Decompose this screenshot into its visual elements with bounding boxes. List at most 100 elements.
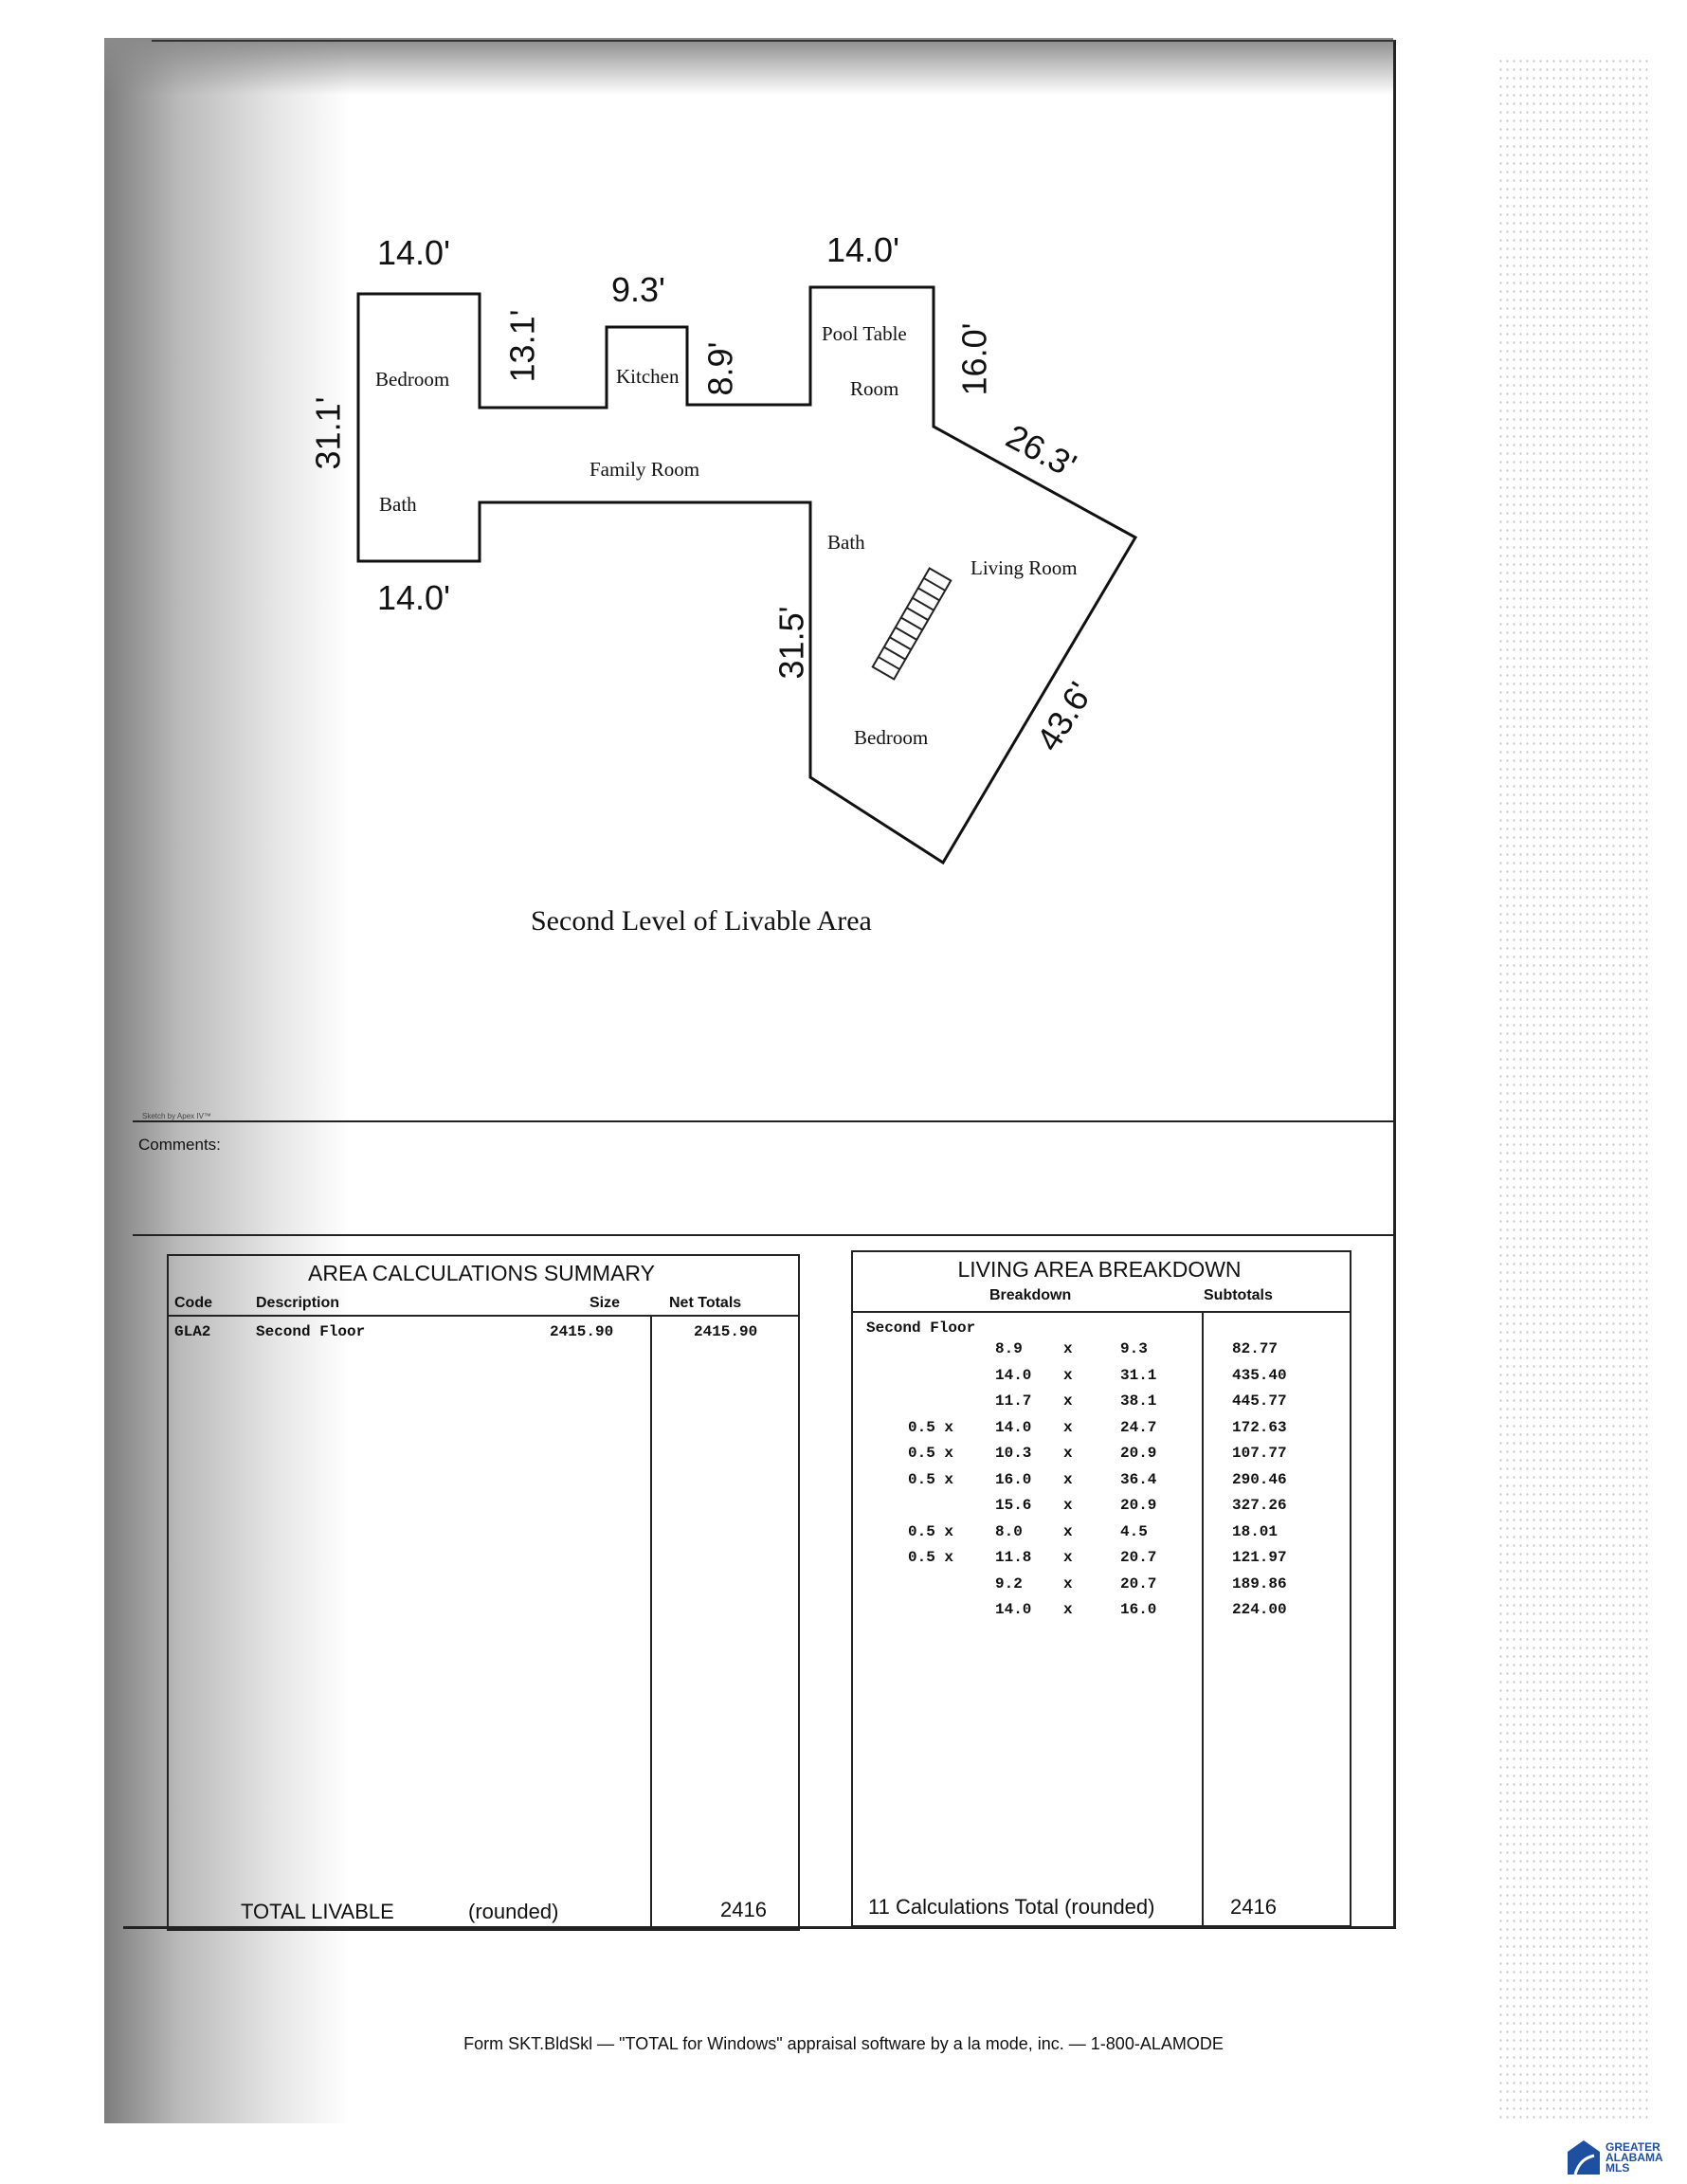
area-row-description: Second Floor (256, 1323, 366, 1340)
breakdown-subtotal: 327.26 (1232, 1497, 1287, 1514)
room-kitchen: Kitchen (616, 365, 680, 388)
breakdown-times: x (1063, 1366, 1073, 1384)
breakdown-dim-b: 36.4 (1120, 1470, 1157, 1488)
room-family-room: Family Room (590, 458, 700, 481)
stair-icon (871, 567, 952, 681)
breakdown-dim-a: 9.2 (995, 1574, 1023, 1592)
dim-kitchen-width: 9.3' (611, 270, 665, 309)
breakdown-dim-b: 20.9 (1120, 1445, 1157, 1462)
breakdown-dim-a: 14.0 (995, 1366, 1032, 1384)
breakdown-times: x (1063, 1392, 1073, 1410)
area-header-net-totals: Net Totals (669, 1295, 742, 1311)
room-bedroom-top: Bedroom (375, 368, 450, 391)
living-header-rule (851, 1311, 1350, 1313)
logo-line2: ALABAMA (1605, 2150, 1663, 2164)
logo-text: GREATER ALABAMA MLS (1605, 2139, 1663, 2175)
area-header-description: Description (256, 1295, 340, 1311)
dim-left-height: 31.1' (308, 396, 348, 470)
breakdown-dim-a: 11.8 (995, 1549, 1032, 1566)
breakdown-row: 11.7 x 38.1 445.77 (853, 1392, 1346, 1418)
dim-top-left-width: 14.0' (377, 233, 450, 272)
breakdown-dim-b: 20.7 (1120, 1549, 1157, 1566)
breakdown-dim-a: 15.6 (995, 1497, 1032, 1514)
breakdown-subtotal: 189.86 (1232, 1574, 1287, 1592)
logo-line1: GREATER (1605, 2139, 1660, 2154)
dim-top-right-width: 14.0' (826, 230, 899, 269)
breakdown-row: 14.0 x 31.1 435.40 (853, 1367, 1346, 1392)
dim-bedroom-notch: 13.1' (502, 309, 542, 383)
breakdown-row: 9.2 x 20.7 189.86 (853, 1575, 1346, 1601)
room-bath-right: Bath (827, 531, 865, 554)
breakdown-dim-b: 9.3 (1120, 1340, 1148, 1357)
breakdown-dim-a: 10.3 (995, 1445, 1032, 1462)
breakdown-times: x (1063, 1574, 1073, 1592)
breakdown-times: x (1063, 1470, 1073, 1488)
living-header-subtotals: Subtotals (1204, 1287, 1273, 1303)
house-logo-icon (1568, 2140, 1600, 2175)
floor-plan-outline (356, 285, 1138, 865)
breakdown-dim-a: 14.0 (995, 1418, 1032, 1436)
scan-shadow (104, 38, 351, 2123)
area-summary-title: AREA CALCULATIONS SUMMARY (308, 1261, 655, 1285)
dim-pool-depth: 16.0' (954, 322, 994, 396)
breakdown-dim-a: 8.0 (995, 1522, 1023, 1540)
page-frame (123, 40, 1396, 1929)
breakdown-times: x (1063, 1340, 1073, 1357)
sketch-caption: Second Level of Livable Area (531, 905, 872, 937)
breakdown-subtotal: 435.40 (1232, 1366, 1287, 1384)
comments-bottom-rule (133, 1234, 1395, 1236)
living-breakdown-box (851, 1250, 1351, 1927)
living-subtotal-divider (1202, 1311, 1204, 1925)
dim-stair-side: 31.5' (771, 606, 811, 680)
breakdown-times: x (1063, 1601, 1073, 1618)
dim-bottom-left-width: 14.0' (377, 578, 450, 617)
breakdown-times: x (1063, 1522, 1073, 1540)
breakdown-subtotal: 445.77 (1232, 1392, 1287, 1410)
scan-speckle (1497, 57, 1649, 2123)
living-header-breakdown: Breakdown (989, 1287, 1072, 1303)
breakdown-dim-a: 11.7 (995, 1392, 1032, 1410)
breakdown-factor: 0.5 x (908, 1418, 954, 1436)
room-pool-table: Pool Table (822, 322, 907, 345)
breakdown-subtotal: 18.01 (1232, 1522, 1279, 1540)
breakdown-factor: 0.5 x (908, 1445, 954, 1462)
room-bedroom-bottom: Bedroom (854, 726, 929, 749)
living-breakdown-title: LIVING AREA BREAKDOWN (957, 1257, 1242, 1282)
breakdown-dim-b: 20.9 (1120, 1497, 1157, 1514)
breakdown-times: x (1063, 1445, 1073, 1462)
breakdown-dim-b: 31.1 (1120, 1366, 1157, 1384)
logo-line3: MLS (1605, 2160, 1630, 2175)
breakdown-subtotal: 82.77 (1232, 1340, 1279, 1357)
breakdown-dim-a: 8.9 (995, 1340, 1023, 1357)
sketch-credit: Sketch by Apex IV™ (142, 1112, 211, 1120)
breakdown-dim-a: 14.0 (995, 1601, 1032, 1618)
area-total-value: 2416 (720, 1898, 767, 1921)
breakdown-dim-b: 38.1 (1120, 1392, 1157, 1410)
breakdown-dim-b: 20.7 (1120, 1574, 1157, 1592)
breakdown-dim-a: 16.0 (995, 1470, 1032, 1488)
breakdown-times: x (1063, 1418, 1073, 1436)
top-rule (152, 40, 1395, 42)
breakdown-factor: 0.5 x (908, 1522, 954, 1540)
area-header-size: Size (590, 1295, 621, 1311)
scan-shadow-top (104, 38, 1393, 95)
breakdown-row: 8.9 x 9.3 82.77 (853, 1340, 1346, 1366)
living-total-value: 2416 (1230, 1895, 1277, 1919)
living-section-label: Second Floor (866, 1320, 976, 1337)
area-summary-box (167, 1254, 800, 1931)
breakdown-dim-b: 24.7 (1120, 1418, 1157, 1436)
breakdown-subtotal: 172.63 (1232, 1418, 1287, 1436)
room-living-room: Living Room (970, 556, 1078, 579)
form-footer: Form SKT.BldSkl — "TOTAL for Windows" ap… (463, 2034, 1224, 2053)
comments-label: Comments: (138, 1136, 221, 1154)
breakdown-factor: 0.5 x (908, 1470, 954, 1488)
floor-plan-sketch (356, 285, 1138, 865)
dim-kitchen-depth: 8.9' (700, 341, 740, 396)
breakdown-row: 0.5 x 14.0 x 24.7 172.63 (853, 1419, 1346, 1445)
breakdown-subtotal: 121.97 (1232, 1549, 1287, 1566)
area-row-size: 2415.90 (550, 1323, 614, 1340)
area-total-label: TOTAL LIVABLE (241, 1900, 394, 1923)
